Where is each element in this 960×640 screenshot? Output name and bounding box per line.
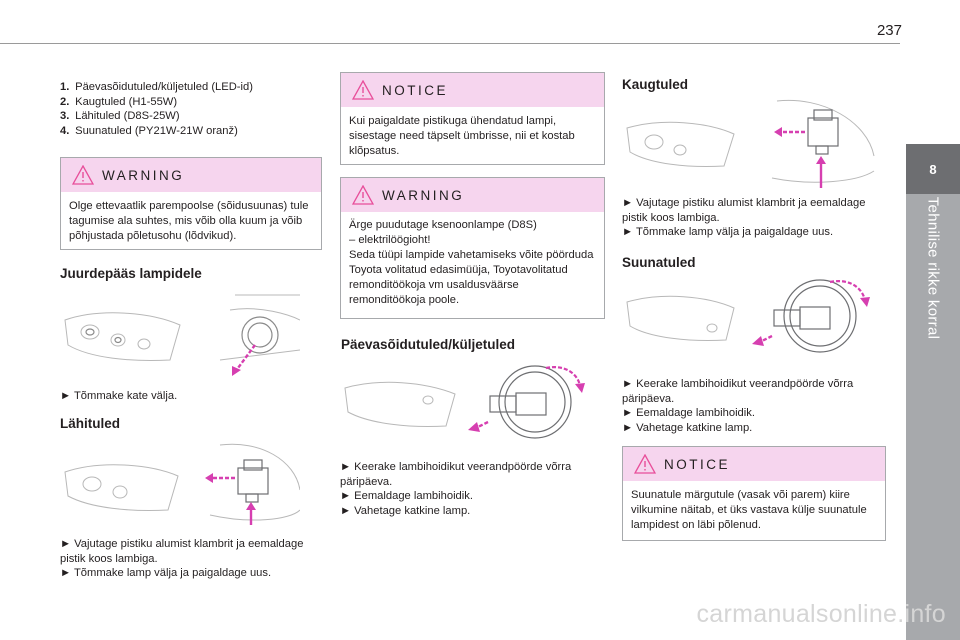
warning-box-xenon: WARNING Ärge puudutage ksenoonlampe (D8S… xyxy=(340,177,605,319)
drl-step-1: ► Keerake lambihoidikut veerandpöörde võ… xyxy=(340,461,572,488)
drl-heading: Päevasõidutuled/küljetuled xyxy=(341,337,516,352)
high-beam-heading: Kaugtuled xyxy=(622,77,688,92)
warning-text: Olge ettevaatlik parempoolse (sõidusuuna… xyxy=(69,200,309,242)
notice-triangle-icon xyxy=(352,80,374,100)
notice-title: NOTICE xyxy=(664,456,731,472)
headlamp-cover-figure xyxy=(64,294,300,376)
page-number: 237 xyxy=(876,22,902,39)
turn-signal-step-1: ► Keerake lambihoidikut veerandpöörde võ… xyxy=(622,378,854,405)
warning-line-3: Seda tüüpi lampide vahetamiseks võite pö… xyxy=(349,249,594,306)
turn-signal-step-3: ► Vahetage katkine lamp. xyxy=(622,422,753,434)
access-step: ► Tõmmake kate välja. xyxy=(60,390,178,402)
warning-box: WARNING Olge ettevaatlik parempoolse (sõ… xyxy=(60,157,322,250)
chapter-side-tab[interactable] xyxy=(906,144,960,640)
warning-triangle-icon xyxy=(352,185,374,205)
warning-title: WARNING xyxy=(102,167,185,183)
high-beam-step-2: ► Tõmmake lamp välja ja paigaldage uus. xyxy=(622,226,834,238)
high-beam-figure xyxy=(626,99,875,188)
notice-text: Kui paigaldate pistikuga ühendatud lampi… xyxy=(349,115,575,157)
warning-line-2: – elektrilöögioht! xyxy=(349,234,431,246)
header-divider xyxy=(0,43,900,44)
warning-title: WARNING xyxy=(382,187,465,203)
notice-box-turn: NOTICE Suunatule märgutule (vasak või pa… xyxy=(622,446,886,541)
watermark: carmanualsonline.info xyxy=(696,600,946,628)
chapter-number[interactable]: 8 xyxy=(906,144,960,194)
notice-box: NOTICE Kui paigaldate pistikuga ühendatu… xyxy=(340,72,605,165)
notice-triangle-icon xyxy=(634,454,656,474)
turn-signal-step-2: ► Eemaldage lambihoidik. xyxy=(622,407,755,419)
drl-step-3: ► Vahetage katkine lamp. xyxy=(340,505,471,517)
drl-figure xyxy=(344,365,585,439)
turn-signal-heading: Suunatuled xyxy=(622,255,696,270)
notice-text: Suunatule märgutule (vasak või parem) ki… xyxy=(631,489,867,531)
list-item: 1. Päevasõidutuled/küljetuled (LED-id) xyxy=(60,81,253,93)
bulb-list: 1. Päevasõidutuled/küljetuled (LED-id) 2… xyxy=(60,80,253,139)
warning-line-1: Ärge puudutage ksenoonlampe (D8S) xyxy=(349,219,537,231)
warning-triangle-icon xyxy=(72,165,94,185)
notice-title: NOTICE xyxy=(382,82,449,98)
low-beam-heading: Lähituled xyxy=(60,416,120,431)
access-heading: Juurdepääs lampidele xyxy=(60,266,202,281)
low-beam-step-2: ► Tõmmake lamp välja ja paigaldage uus. xyxy=(60,567,272,579)
list-item: 3. Lähituled (D8S-25W) xyxy=(60,110,180,123)
high-beam-step-1: ► Vajutage pistiku alumist klambrit ja e… xyxy=(622,197,866,224)
turn-signal-figure xyxy=(626,279,870,353)
chapter-title: Tehnilise rikke korral xyxy=(924,196,942,340)
list-item: 2. Kaugtuled (H1-55W) xyxy=(60,95,178,108)
list-item: 4. Suunatuled (PY21W-21W oranž) xyxy=(60,125,238,138)
low-beam-step-1: ► Vajutage pistiku alumist klambrit ja e… xyxy=(60,538,304,565)
low-beam-figure xyxy=(64,443,300,525)
drl-step-2: ► Eemaldage lambihoidik. xyxy=(340,490,473,502)
